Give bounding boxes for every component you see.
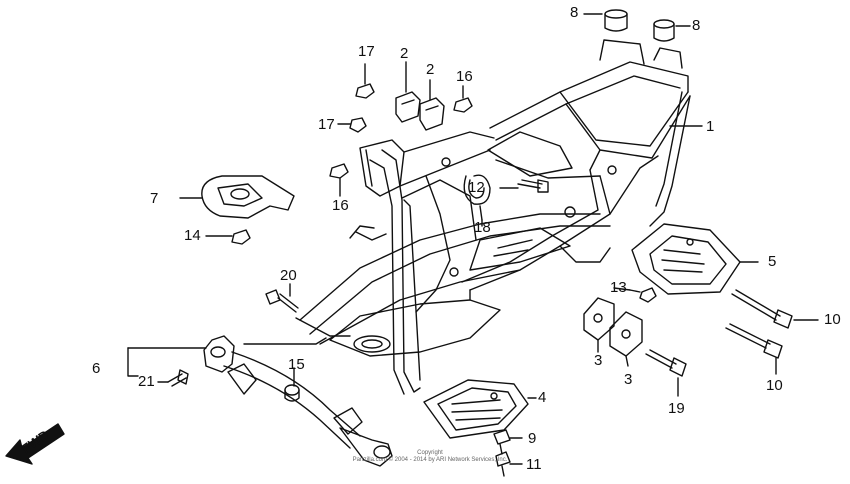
callout-label: 5 (768, 253, 777, 270)
nut (205, 63, 657, 303)
callout-label: 10 (766, 377, 783, 394)
bolt (517, 179, 549, 193)
callout-label: 7 (150, 190, 159, 207)
skid-plate (423, 379, 537, 439)
callout-label: 19 (668, 400, 685, 417)
engine-mount-plate (583, 297, 643, 367)
front-bumper (127, 335, 393, 467)
callout-label: 17 (318, 116, 335, 133)
bolt (645, 349, 687, 397)
callout-label: 10 (824, 311, 841, 328)
callout-label: 4 (538, 389, 547, 406)
callout-label: 1 (706, 118, 715, 135)
callout-label: 18 (474, 219, 491, 236)
rear-skid-plate (631, 223, 759, 295)
callout-label: 3 (594, 352, 603, 369)
long-bolt (725, 289, 819, 375)
clamp (463, 174, 491, 221)
callout-label: 9 (528, 430, 537, 447)
frame-body (295, 39, 691, 395)
bolt (493, 429, 523, 477)
guard-plate (179, 175, 295, 219)
callout-label: 6 (92, 360, 101, 377)
callout-label: 16 (332, 197, 349, 214)
copyright-line: Partzilla.com © 2004 - 2014 by ARI Netwo… (352, 457, 508, 463)
callout-label: 2 (426, 61, 435, 78)
rubber-cushion (583, 9, 691, 42)
callout-label: 14 (184, 227, 201, 244)
collar (284, 367, 300, 402)
callout-label: 15 (288, 356, 305, 373)
callout-label: 12 (468, 179, 485, 196)
bolt (157, 369, 189, 387)
callout-label: 8 (692, 17, 701, 34)
callout-label: 2 (400, 45, 409, 62)
callout-label: 16 (456, 68, 473, 85)
callout-label: 8 (570, 4, 579, 21)
fwd-arrow-icon (5, 423, 65, 465)
callout-label: 20 (280, 267, 297, 284)
callout-label: 3 (624, 371, 633, 388)
callout-label: 17 (358, 43, 375, 60)
bolt (265, 283, 299, 313)
callout-label: 11 (526, 456, 542, 473)
callout-label: 21 (138, 373, 155, 390)
copyright-line: Copyright (417, 450, 443, 456)
callout-label: 13 (610, 279, 627, 296)
mount-bracket (395, 61, 445, 131)
